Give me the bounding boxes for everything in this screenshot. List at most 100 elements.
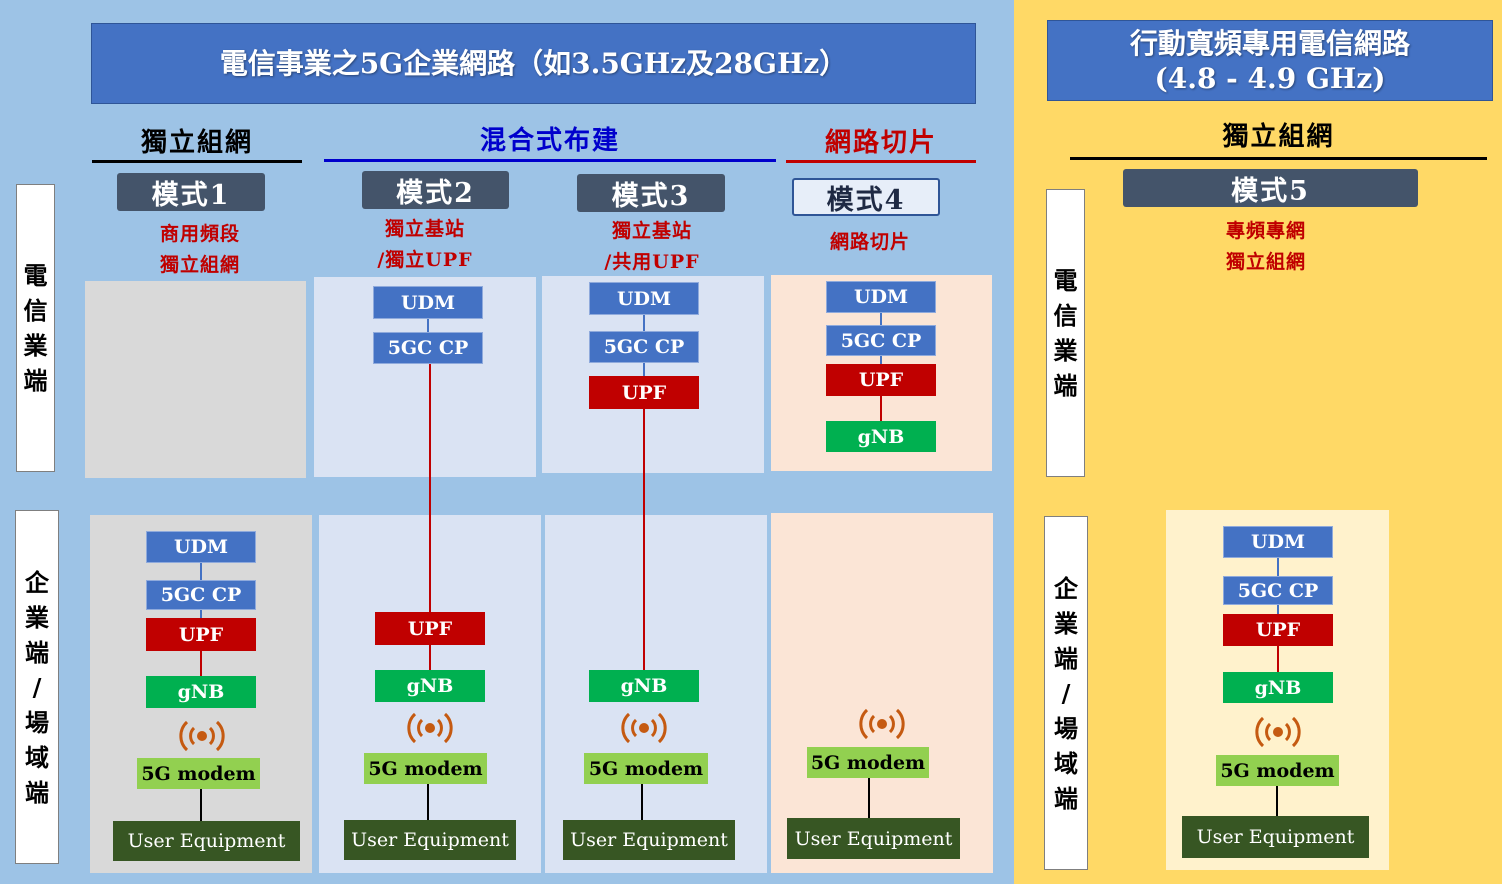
radio-wave-icon: [407, 712, 453, 744]
section-hybrid: 混合式布建: [479, 126, 620, 156]
side-char: 電: [23, 261, 48, 290]
side-label-telecom-right: 電 信 業 端: [1046, 189, 1085, 477]
side-char: 端: [25, 777, 49, 807]
mode-1-desc-line2: 獨立組網: [159, 254, 240, 276]
mode-3-desc-line2: /共用UPF: [604, 251, 700, 273]
side-char: 企: [25, 567, 49, 597]
underline-standalone: [92, 160, 302, 163]
side-char: 端: [1054, 643, 1078, 673]
side-char: 信: [1053, 301, 1078, 330]
mode-4-gnb: gNB: [826, 421, 936, 452]
mode-2-user-equipment: User Equipment: [344, 820, 516, 860]
mode-4-desc-line1: 網路切片: [829, 231, 910, 253]
mode-5-desc-line1: 專頻專網: [1225, 220, 1306, 242]
mode-5-label: 模式5: [1123, 169, 1418, 207]
connector-line: [880, 396, 882, 421]
mode-2-gnb: gNB: [375, 670, 485, 702]
mode-2-upf: UPF: [375, 612, 485, 645]
connector-line: [641, 784, 643, 820]
mode-4-enterprise-area: [771, 513, 993, 873]
mode-2-label: 模式2: [362, 171, 509, 209]
header-right-line1: 行動寬頻專用電信網路: [1129, 26, 1410, 60]
side-char: /: [32, 672, 42, 702]
side-char: 端: [1053, 371, 1078, 400]
connector-line: [200, 563, 202, 580]
connector-line: [1277, 558, 1279, 576]
connector-line: [429, 645, 431, 670]
mode-4-label: 模式4: [792, 178, 940, 216]
radio-wave-icon: [621, 712, 667, 744]
mode-4-5gc-cp: 5GC CP: [826, 325, 936, 356]
section-standalone-right: 獨立組網: [1222, 122, 1335, 152]
connector-line: [429, 364, 431, 612]
mode-5-gnb: gNB: [1223, 672, 1333, 703]
mode-1-telecom-area: [85, 281, 306, 478]
side-label-enterprise-right: 企 業 端 / 場 域 端: [1044, 516, 1088, 870]
mode-3-gnb: gNB: [589, 670, 699, 702]
connector-line: [1277, 646, 1279, 672]
mode-5-5g-modem: 5G modem: [1216, 755, 1339, 786]
mode-3-udm: UDM: [589, 282, 699, 315]
mode-5-desc-line2: 獨立組網: [1225, 251, 1306, 273]
side-char: 域: [25, 742, 49, 772]
mode-3-desc: 獨立基站 /共用UPF: [562, 216, 742, 278]
connector-line: [643, 315, 645, 331]
connector-line: [1277, 605, 1279, 614]
radio-wave-icon: [179, 720, 225, 752]
connector-line: [643, 409, 645, 670]
side-label-enterprise-left: 企 業 端 / 場 域 端: [15, 510, 59, 864]
mode-2-udm: UDM: [373, 286, 483, 319]
mode-5-udm: UDM: [1223, 526, 1333, 558]
mode-3-desc-line1: 獨立基站: [611, 220, 692, 242]
header-left: 電信事業之5G企業網路（如3.5GHz及28GHz）: [91, 23, 976, 104]
underline-hybrid: [324, 159, 776, 162]
side-char: /: [1061, 678, 1071, 708]
underline-standalone-right: [1070, 157, 1487, 160]
side-char: 場: [25, 707, 49, 737]
section-standalone: 獨立組網: [140, 128, 253, 158]
mode-5-5gc-cp: 5GC CP: [1223, 576, 1333, 605]
mode-1-5gc-cp: 5GC CP: [146, 580, 256, 610]
mode-3-5gc-cp: 5GC CP: [589, 331, 699, 363]
mode-1-udm: UDM: [146, 531, 256, 563]
side-char: 場: [1054, 713, 1078, 743]
side-char: 業: [25, 602, 49, 632]
mode-3-5g-modem: 5G modem: [584, 753, 708, 784]
side-char: 信: [23, 296, 48, 325]
mode-1-upf: UPF: [146, 618, 256, 651]
mode-1-gnb: gNB: [146, 676, 256, 708]
side-char: 業: [1054, 608, 1078, 638]
mode-1-5g-modem: 5G modem: [137, 758, 260, 789]
connector-line: [200, 651, 202, 676]
underline-slicing: [786, 160, 976, 163]
mode-2-desc-line2: /獨立UPF: [377, 249, 473, 271]
mode-2-desc-line1: 獨立基站: [384, 218, 465, 240]
side-char: 電: [1053, 266, 1078, 295]
connector-line: [200, 789, 202, 821]
mode-5-desc: 專頻專網 獨立組網: [1176, 216, 1356, 278]
mode-2-5g-modem: 5G modem: [364, 753, 487, 784]
connector-line: [1276, 786, 1278, 816]
radio-wave-icon: [1255, 716, 1301, 748]
side-char: 企: [1054, 573, 1078, 603]
mode-3-label: 模式3: [577, 174, 725, 212]
side-char: 端: [25, 637, 49, 667]
header-right: 行動寬頻專用電信網路 (4.8 - 4.9 GHz): [1047, 20, 1493, 101]
side-char: 端: [23, 366, 48, 395]
mode-5-upf: UPF: [1223, 614, 1333, 646]
connector-line: [427, 319, 429, 332]
side-char: 端: [1054, 783, 1078, 813]
connector-line: [643, 363, 645, 376]
mode-3-upf: UPF: [589, 376, 699, 409]
mode-4-user-equipment: User Equipment: [787, 818, 960, 859]
mode-2-5gc-cp: 5GC CP: [373, 332, 483, 364]
mode-4-upf: UPF: [826, 364, 936, 396]
side-char: 業: [23, 331, 48, 360]
mode-5-user-equipment: User Equipment: [1182, 816, 1369, 858]
header-right-line2: (4.8 - 4.9 GHz): [1154, 61, 1386, 95]
section-slicing: 網路切片: [824, 128, 937, 158]
mode-1-desc-line1: 商用頻段: [159, 223, 240, 245]
connector-line: [200, 610, 202, 618]
side-char: 域: [1054, 748, 1078, 778]
mode-1-label: 模式1: [117, 173, 265, 211]
